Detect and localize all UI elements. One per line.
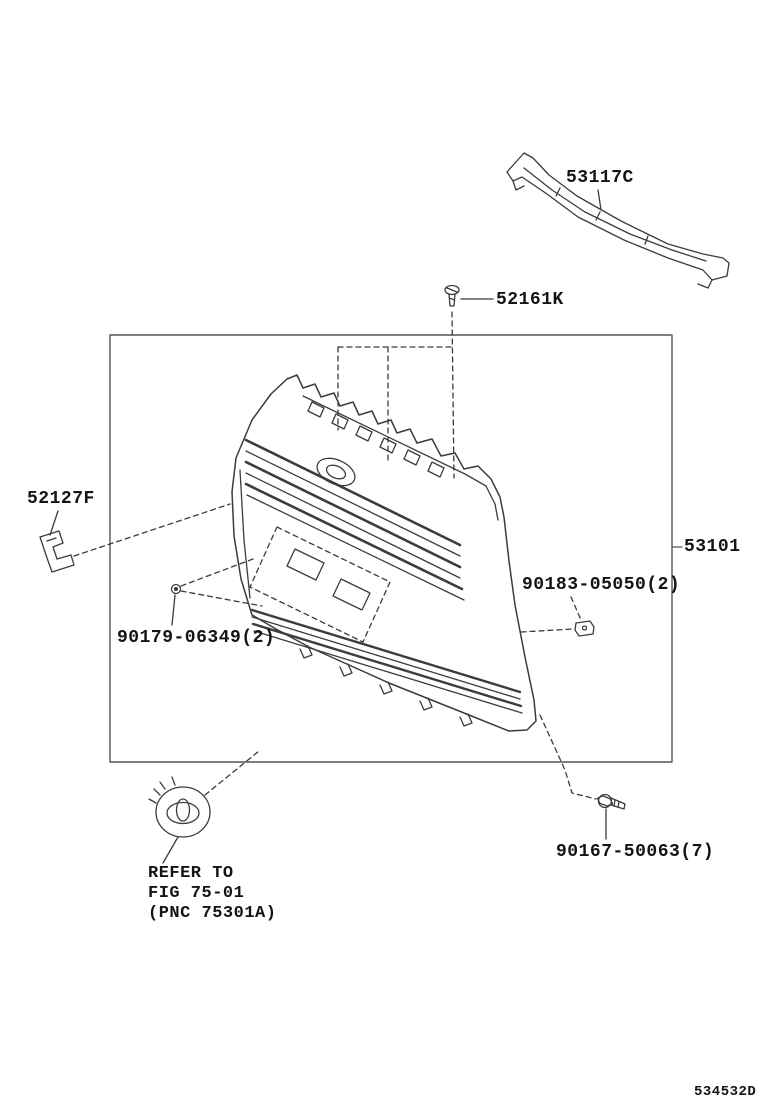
reference-note-line3: (PNC 75301A) — [148, 904, 277, 923]
part-label-53101: 53101 — [684, 537, 741, 557]
screw-icon — [444, 284, 494, 479]
construction-dashed-lines — [337, 346, 453, 463]
part-label-90167: 90167-50063(7) — [556, 842, 715, 862]
header-support-icon — [506, 152, 730, 289]
part-label-52161k: 52161K — [496, 290, 564, 310]
nut-icon — [520, 596, 595, 637]
reference-note-line2: FIG 75-01 — [148, 884, 245, 903]
part-label-90179: 90179-06349(2) — [117, 628, 276, 648]
emblem-icon — [148, 750, 260, 864]
part-label-90183: 90183-05050(2) — [522, 575, 681, 595]
clip-icon — [39, 503, 231, 573]
grommet-icon — [170, 558, 263, 626]
part-boundary-box — [109, 334, 683, 763]
diagram-id: 534532D — [694, 1084, 757, 1100]
radiator-grille-icon — [231, 374, 537, 732]
reference-note: REFER TO FIG 75-01 (PNC 75301A) — [148, 864, 276, 924]
part-label-53117c: 53117C — [566, 168, 634, 188]
bolt-icon — [539, 714, 626, 840]
part-label-52127f: 52127F — [27, 489, 95, 509]
reference-note-line1: REFER TO — [148, 864, 234, 883]
